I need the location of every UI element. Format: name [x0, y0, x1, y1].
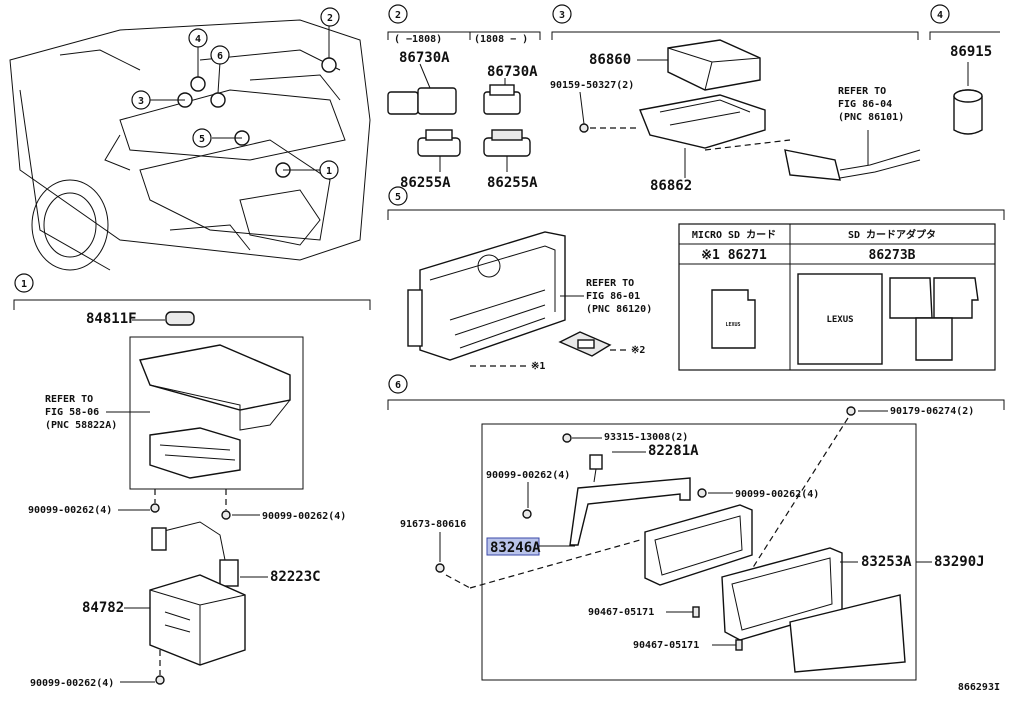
note-2: ※2: [631, 345, 645, 356]
part-90179-06274: 90179-06274(2): [890, 406, 974, 417]
svg-text:3: 3: [559, 10, 565, 21]
refer-86-01-l2: FIG 86-01: [586, 291, 640, 302]
svg-text:6: 6: [395, 380, 401, 391]
part-90099-00262-c: 90099-00262(4): [30, 678, 114, 689]
part-90467-05171-a: 90467-05171: [588, 607, 654, 618]
part-90159-50327: 90159-50327(2): [550, 80, 634, 91]
callout-5: 5: [199, 134, 205, 145]
section-3: 3 86860 90159-50327(2) 86862 REFER TO FI…: [550, 4, 921, 194]
refer-86-01-l3: (PNC 86120): [586, 304, 652, 315]
refer-86-04-l2: FIG 86-04: [838, 99, 892, 110]
section-2: 2 ( −1808) (1808 − ) 86730A 86730A 86255…: [387, 4, 541, 191]
part-84782: 84782: [82, 600, 124, 616]
refer-86-01-l1: REFER TO: [586, 278, 634, 289]
part-90099-00262-b: 90099-00262(4): [262, 511, 346, 522]
part-86273B: 86273B: [869, 248, 916, 263]
table-header-sd-adapter: SD カードアダプタ: [848, 228, 936, 241]
section-5: 5 ※1 REFER TO FIG 86-01 (PNC 86120) ※2 M…: [387, 186, 1005, 372]
micro-sd-logo: LEXUS: [725, 322, 740, 328]
part-91673-80616: 91673-80616: [400, 519, 466, 530]
part-83253A: 83253A: [861, 554, 912, 570]
refer-58-06-l1: REFER TO: [45, 394, 93, 405]
part-90099-00262-e: 90099-00262(4): [735, 489, 819, 500]
part-82223C: 82223C: [270, 569, 321, 585]
svg-text:4: 4: [937, 10, 943, 21]
part-82281A: 82281A: [648, 443, 699, 459]
part-84811F: 84811F: [86, 311, 137, 327]
range-right: (1808 − ): [474, 34, 528, 45]
refer-86-04-l1: REFER TO: [838, 86, 886, 97]
part-90099-00262-d: 90099-00262(4): [486, 470, 570, 481]
svg-text:2: 2: [395, 10, 401, 21]
car-interior-illustration: [9, 19, 371, 271]
part-86862: 86862: [650, 178, 692, 194]
figure-id: 866293I: [958, 682, 1000, 693]
part-83246A: 83246A: [490, 540, 541, 556]
car-callouts: 2 4 6 3 5 1: [131, 7, 340, 180]
part-90099-00262-a: 90099-00262(4): [28, 505, 112, 516]
refer-86-04-l3: (PNC 86101): [838, 112, 904, 123]
part-90467-05171-b: 90467-05171: [633, 640, 699, 651]
callout-3: 3: [138, 96, 144, 107]
part-93315-13008: 93315-13008(2): [604, 432, 688, 443]
section-4: 4 86915: [929, 4, 1000, 135]
range-left: ( −1808): [394, 34, 442, 45]
note-1: ※1: [531, 361, 545, 372]
part-86730A-left: 86730A: [399, 50, 450, 66]
callout-4: 4: [195, 34, 201, 45]
refer-58-06-l2: FIG 58-06: [45, 407, 99, 418]
callout-6: 6: [217, 51, 223, 62]
part-86255A-right: 86255A: [487, 175, 538, 191]
sd-card-logo: LEXUS: [826, 315, 853, 325]
part-86255A-left: 86255A: [400, 175, 451, 191]
svg-text:1: 1: [21, 279, 27, 290]
part-86860: 86860: [589, 52, 631, 68]
section-1: 1 84811F REFER TO FIG 58-06 (PNC 58822A)…: [13, 273, 371, 689]
part-86271: ※1 86271: [701, 248, 767, 263]
refer-58-06-l3: (PNC 58822A): [45, 420, 117, 431]
callout-2: 2: [327, 13, 333, 24]
svg-text:5: 5: [395, 192, 401, 203]
part-86730A-right: 86730A: [487, 64, 538, 80]
part-83290J: 83290J: [934, 554, 985, 570]
part-86915: 86915: [950, 44, 992, 60]
callout-1: 1: [326, 166, 332, 177]
section-6: 6 90179-06274(2) 93315-13008(2) 82281A 9…: [387, 374, 1005, 681]
table-header-micro-sd: MICRO SD カード: [692, 229, 776, 241]
